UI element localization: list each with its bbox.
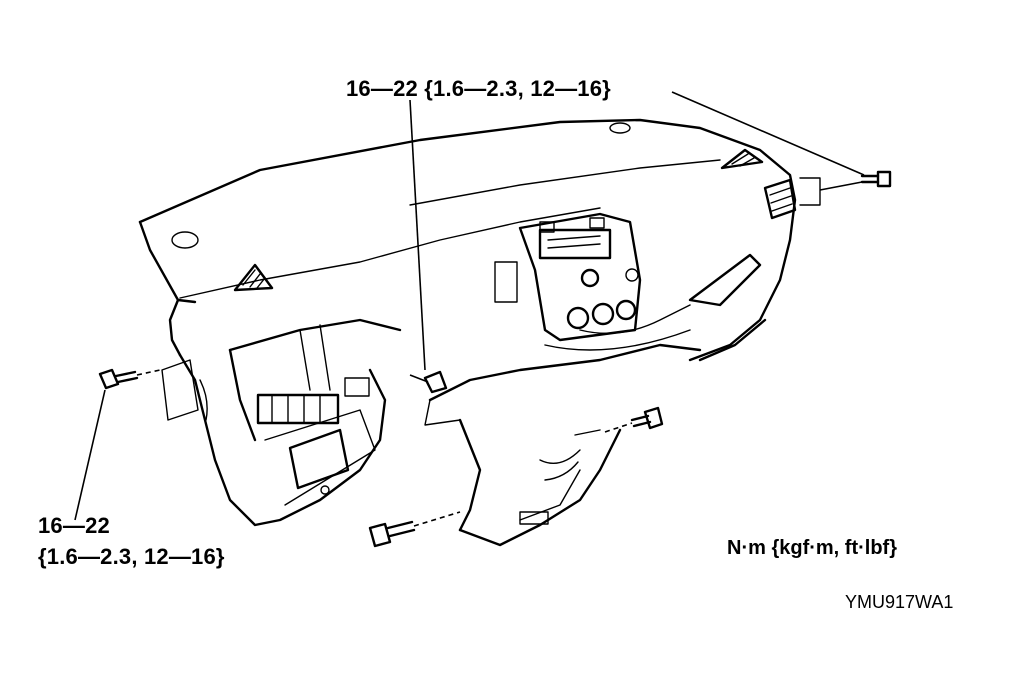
leader-lines	[74, 91, 865, 521]
left-lower-panel	[161, 318, 402, 527]
leader-top-to-right-bolt	[671, 91, 865, 176]
figure-code: YMU917WA1	[845, 592, 954, 612]
units-legend: N·m {kgf·m, ft·lbf}	[727, 537, 897, 559]
center-stack	[424, 212, 767, 547]
torque-callout-left-range: {1.6—2.3, 12—16}	[38, 544, 225, 569]
torque-callout-left-value: 16—22	[38, 513, 110, 538]
bolts	[98, 170, 892, 548]
leader-top-to-center-bolt	[409, 99, 426, 371]
torque-callout-top: 16—22 {1.6—2.3, 12—16}	[346, 76, 611, 101]
dashboard-panel	[138, 118, 863, 362]
leader-left-to-left-bolt	[74, 389, 106, 521]
